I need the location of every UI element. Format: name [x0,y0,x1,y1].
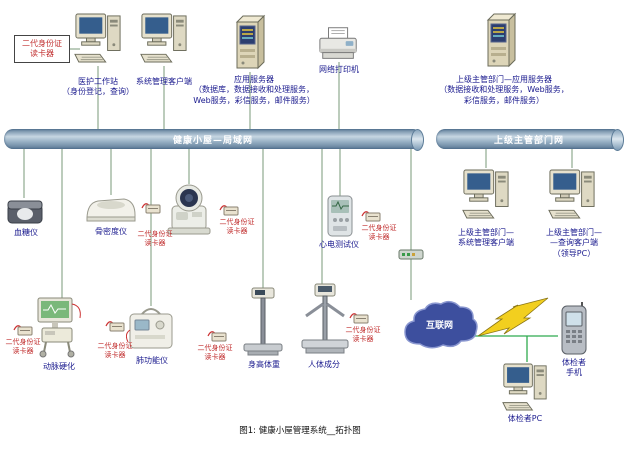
height-weight-scale-icon [240,286,286,358]
admin-client-label: 系统管理客户端 [136,77,192,86]
id-card-reader-label: 二代身份证 读卡器 [97,342,133,359]
ecg-tester-icon [326,194,354,238]
workstation-label: 医护工作站 （身份登记，查询） [62,77,134,97]
id-card-reader-icon [104,316,126,334]
glucose-meter-icon [6,197,46,227]
bp-monitor-icon [166,182,212,236]
id-card-reader-icon [140,198,162,216]
network-switch-icon [398,247,424,261]
upper-admin-computer-icon [462,166,510,222]
internet-cloud-icon: 互联网 [400,298,480,352]
wan-network-label: 上级主管部门网 [493,135,564,146]
lung-device-icon [126,304,176,354]
upper-query-label: 上级主管部门— —查询客户端 （领导PC） [546,228,602,258]
lan-network-pipe: 健康小屋—局域网 [4,129,424,151]
network-printer-icon [317,25,361,63]
lightning-bolt-icon [477,297,549,337]
lung-label: 肺功能仪 [136,356,168,365]
id-card-reader-label: 二代身份证 读卡器 [361,224,397,241]
id-card-reader-label: 二代身份证 读卡器 [345,326,381,343]
bone-density-icon [84,193,138,225]
admin-client-computer-icon [140,10,188,66]
id-card-reader-icon [206,326,228,344]
medical-workstation-computer-icon [74,10,122,66]
examinee-pc-icon [502,360,548,414]
id-card-reader-icon [12,320,34,338]
id-card-reader-label: 二代身份证 读卡器 [219,218,255,235]
app-server-label: 应用服务器 （数据库，数据接收和处理服务， Web服务，彩信服务，邮件服务） [193,75,315,105]
bone-label: 骨密度仪 [95,227,127,236]
upper-admin-label: 上级主管部门— 系统管理客户端 [458,228,514,248]
printer-label: 网络打印机 [319,65,359,74]
wan-network-pipe: 上级主管部门网 [436,129,624,151]
id-card-reader-label-box: 二代身份证 读卡器 [14,35,70,63]
examinee-pc-label: 体检者PC [507,414,543,423]
figure-caption: 图1: 健康小屋管理系统__拓扑图 [239,426,361,436]
id-card-reader-icon [348,308,370,326]
ecg-label: 心电测试仪 [319,240,359,249]
app-server-icon [232,14,268,72]
phone-label: 体检者 手机 [562,358,586,378]
mobile-phone-icon [556,300,592,358]
lan-network-label: 健康小屋—局域网 [172,135,253,146]
id-card-reader-icon [360,206,382,224]
artery-device-icon [30,296,90,360]
upper-app-server-icon [483,12,519,70]
upper-server-label: 上级主管部门—应用服务器 （数据接收和处理服务，Web服务， 彩信服务，邮件服务… [439,75,569,105]
height-weight-label: 身高体重 [248,360,280,369]
id-card-reader-label: 二代身份证 读卡器 [5,338,41,355]
internet-label: 互联网 [426,321,454,331]
glucose-label: 血糖仪 [14,228,38,237]
artery-label: 动脉硬化 [43,362,75,371]
upper-query-computer-icon [548,166,596,222]
id-card-reader-label: 二代身份证 读卡器 [197,344,233,361]
id-card-reader-label: 二代身份证 读卡器 [137,230,173,247]
id-card-reader-icon [218,200,240,218]
body-comp-label: 人体成分 [308,360,340,369]
body-composition-icon [298,282,352,358]
